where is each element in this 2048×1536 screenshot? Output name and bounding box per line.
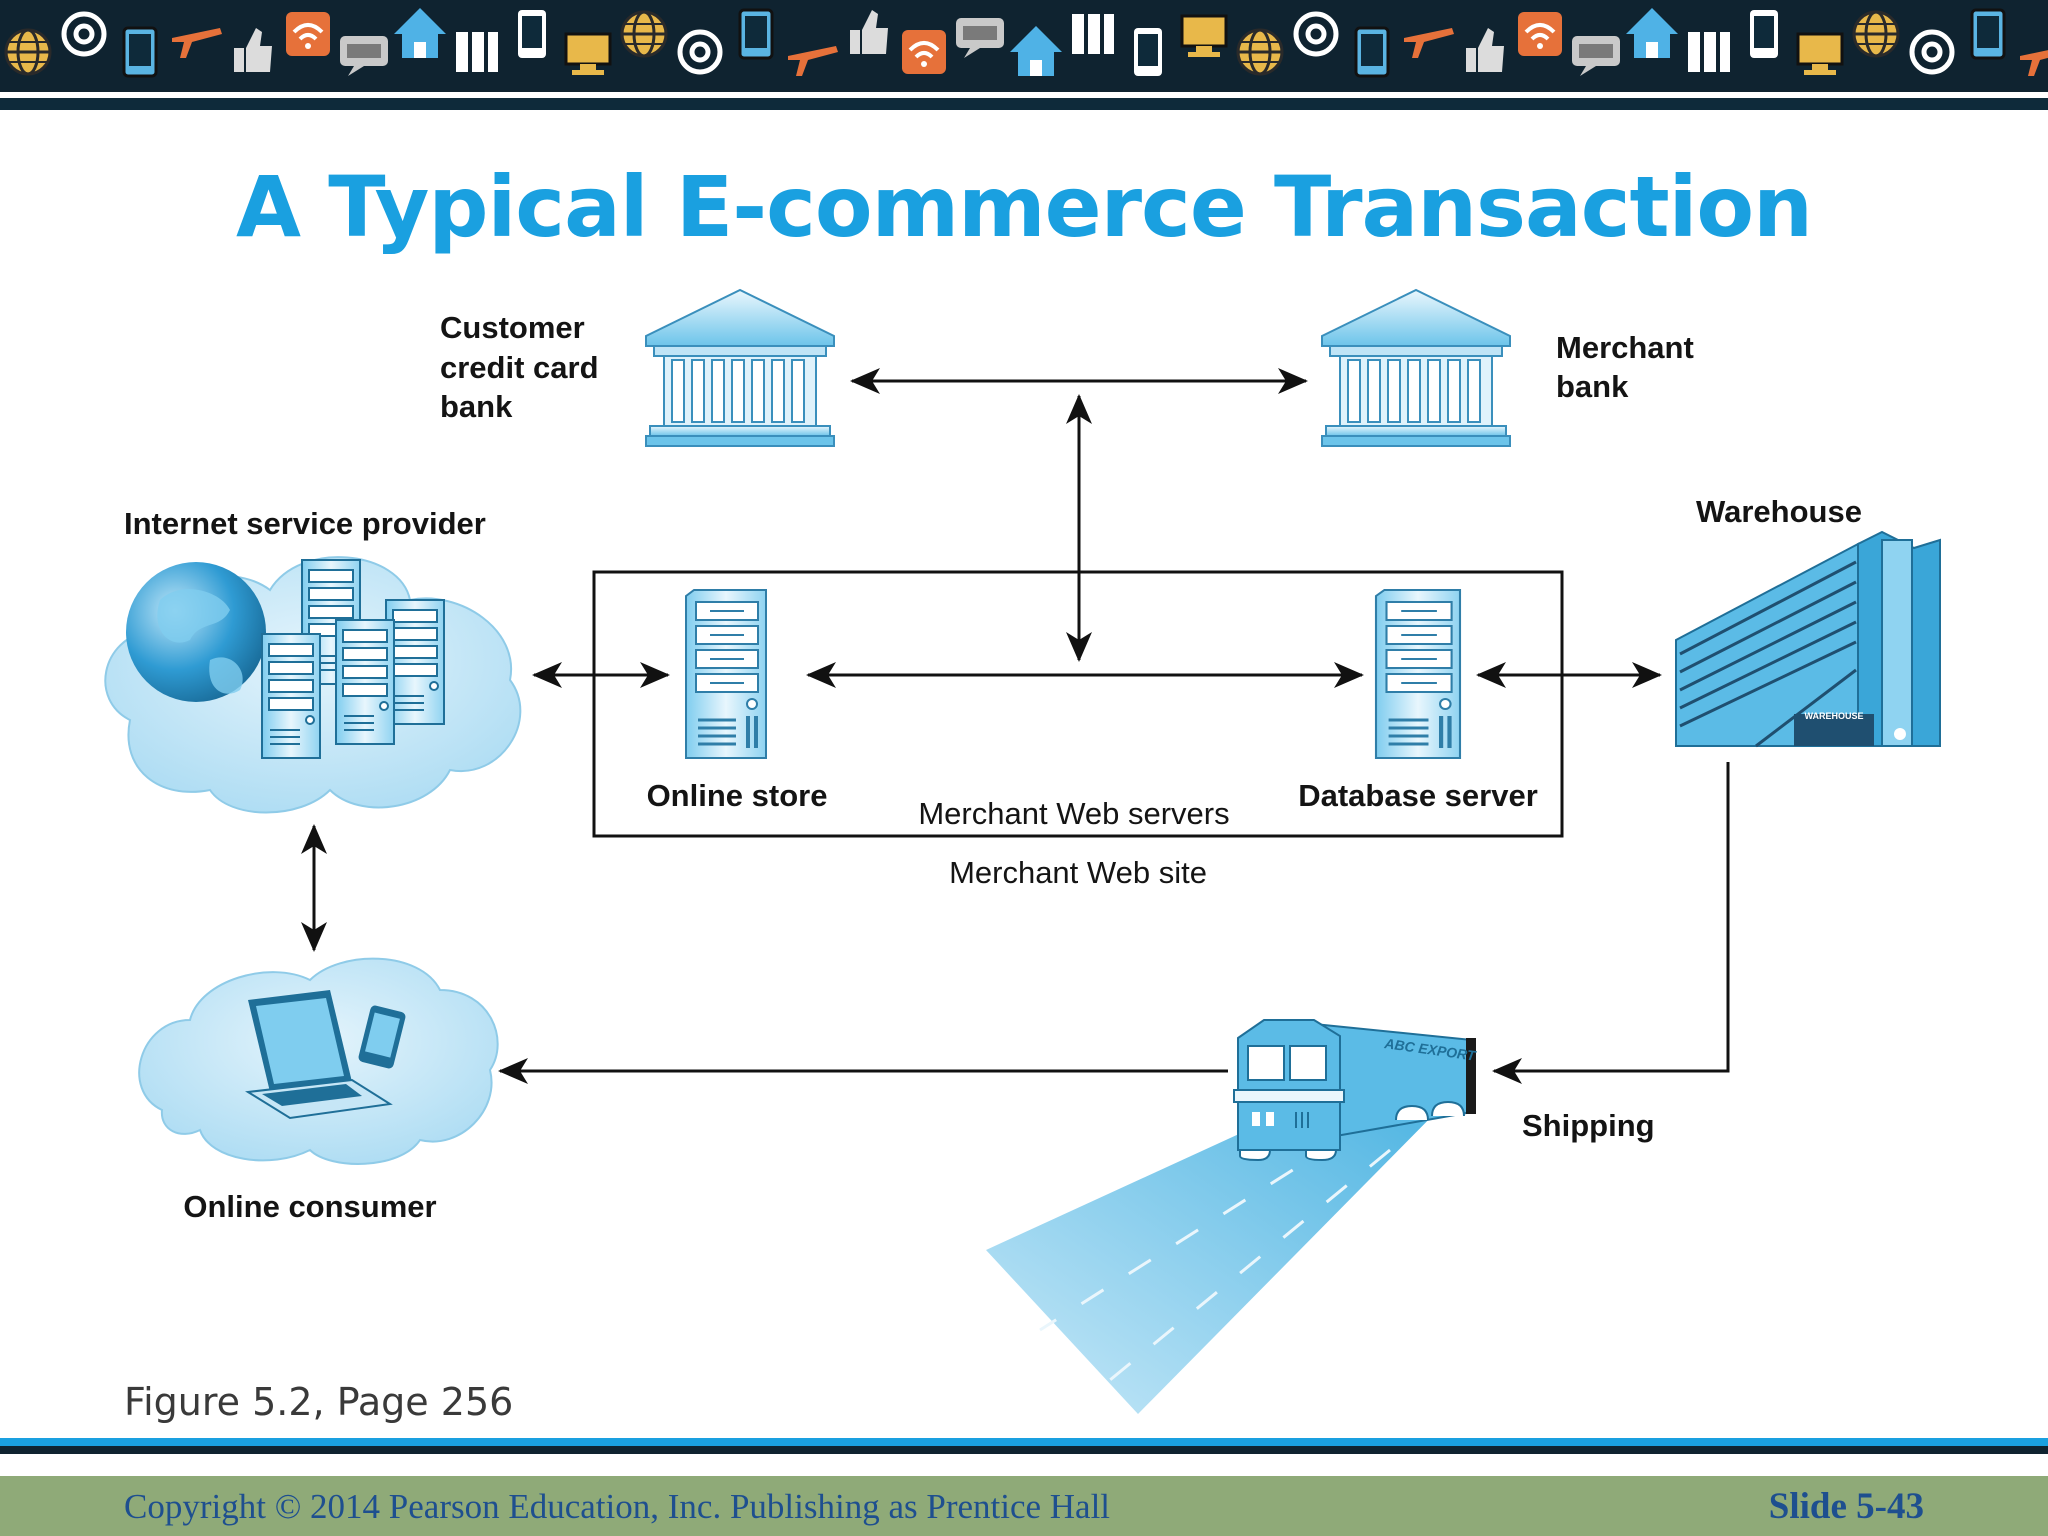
laptop-icon [245, 990, 393, 1120]
merchant-bank-label: Merchant bank [1556, 330, 1702, 404]
warehouse-sign-text: WAREHOUSE [1804, 711, 1863, 721]
banner-divider-line [0, 98, 2048, 110]
globe-icon [126, 562, 266, 702]
database-server-label: Database server [1298, 778, 1538, 813]
warehouse-label: Warehouse [1696, 494, 1862, 529]
merchant-bank-icon [1321, 289, 1511, 447]
customer-bank-label: Customer credit card bank [440, 310, 607, 424]
consumer-cloud-icon [138, 957, 499, 1165]
decorative-icon-banner [0, 0, 2048, 92]
isp-label: Internet service provider [124, 506, 486, 541]
merchant-bank-label-line2: bank [1556, 369, 1629, 404]
customer-bank-icon [645, 289, 835, 447]
smartphone-icon [358, 1005, 406, 1069]
database-server-icon [1374, 588, 1462, 760]
footer-divider-lines [0, 1438, 2048, 1476]
online-store-server-icon [684, 588, 768, 760]
road-icon [986, 1102, 1446, 1414]
online-consumer-label: Online consumer [183, 1189, 436, 1224]
slide-title: A Typical E-commerce Transaction [236, 158, 1813, 256]
isp-cloud-icon [104, 556, 522, 814]
online-store-label: Online store [647, 778, 828, 813]
shipping-label: Shipping [1522, 1108, 1655, 1143]
merchant-web-site-box [592, 570, 1564, 838]
customer-bank-label-line1: Customer [440, 310, 585, 345]
arrow-warehouse-to-shipping [1492, 762, 1730, 1084]
delivery-truck-icon: ABC EXPORT [1233, 1019, 1478, 1162]
warehouse-building-icon: WAREHOUSE [1675, 530, 1941, 748]
merchant-bank-label-line1: Merchant [1556, 330, 1694, 365]
slide-number: Slide 5-43 [1768, 1486, 1924, 1527]
merchant-web-servers-label: Merchant Web servers [918, 796, 1229, 831]
figure-caption: Figure 5.2, Page 256 [124, 1380, 514, 1424]
merchant-web-site-label: Merchant Web site [949, 855, 1207, 890]
customer-bank-label-line3: bank [440, 389, 513, 424]
copyright-notice: Copyright © 2014 Pearson Education, Inc.… [124, 1487, 1111, 1526]
customer-bank-label-line2: credit card [440, 350, 599, 385]
footer-bar [0, 1476, 2048, 1536]
